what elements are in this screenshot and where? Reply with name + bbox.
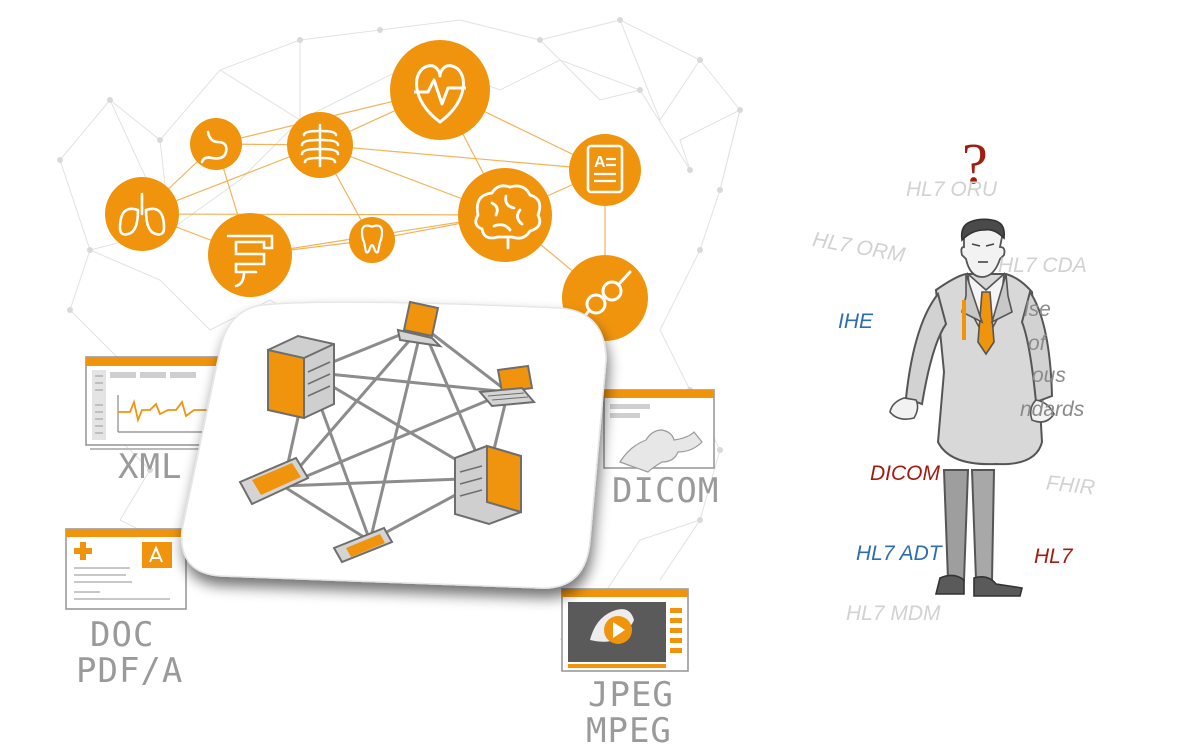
tablet-icon [238,456,310,506]
standard-fhir: FHIR [1044,471,1097,500]
pdfa-label: PDF/A [76,651,184,691]
brain-icon [458,168,552,262]
stomach-icon [190,118,242,170]
tooth-icon [349,217,395,263]
standard-hl7-oru: HL7 ORU [906,178,998,201]
xml-screen-illustration [85,356,221,450]
background-text-2: of [1028,332,1046,355]
lungs-icon [105,177,179,251]
background-text-1: lse [1024,298,1051,321]
mpeg-label: MPEG [586,711,672,751]
standard-hl7-adt: HL7 ADT [856,542,942,565]
background-text-4: ndards [1020,398,1085,421]
intestine-icon [208,213,292,297]
jpeg-label: JPEG [588,675,674,715]
desktop-computer-icon [477,364,537,408]
standard-ihe: IHE [838,310,874,333]
laptop-icon [396,300,443,348]
standard-hl7: HL7 [1034,545,1073,568]
standard-hl7-cda: HL7 CDA [998,254,1087,277]
server-right-icon [454,444,522,526]
background-text-3: ous [1032,364,1066,387]
standard-hl7-mdm: HL7 MDM [846,602,941,625]
doc-screen-illustration [65,528,187,610]
ribcage-icon [287,112,353,178]
background-mesh-nodes [57,17,743,593]
phone-icon [332,526,394,564]
doc-label: DOC [90,615,155,655]
confused-person-figure [889,218,1055,597]
question-mark: ? [962,131,988,196]
dicom-screen-illustration [603,389,715,473]
xml-label: XML [118,447,183,487]
dicom-label: DICOM [612,471,720,511]
video-screen-illustration [561,588,689,672]
document-icon: A [569,134,641,206]
server-icon [267,334,335,420]
svg-text:A: A [594,154,606,171]
heart-pulse-icon [390,40,490,140]
standard-dicom: DICOM [870,462,940,485]
